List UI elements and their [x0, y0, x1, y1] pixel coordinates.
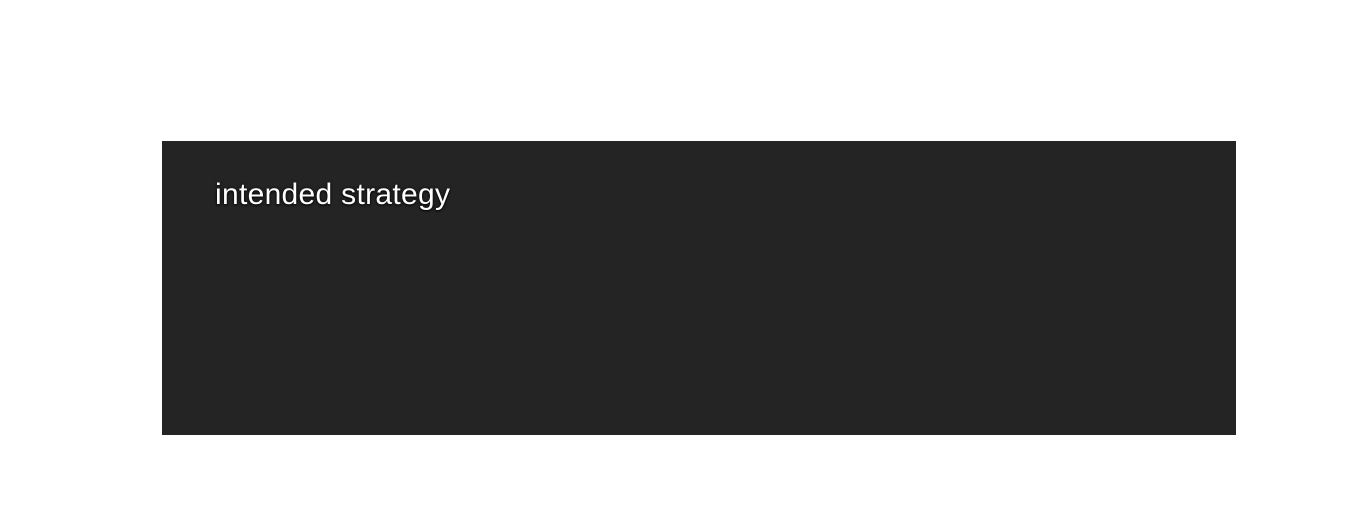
- text-box[interactable]: intended strategy: [162, 141, 1236, 435]
- text-box-label: intended strategy: [215, 178, 451, 211]
